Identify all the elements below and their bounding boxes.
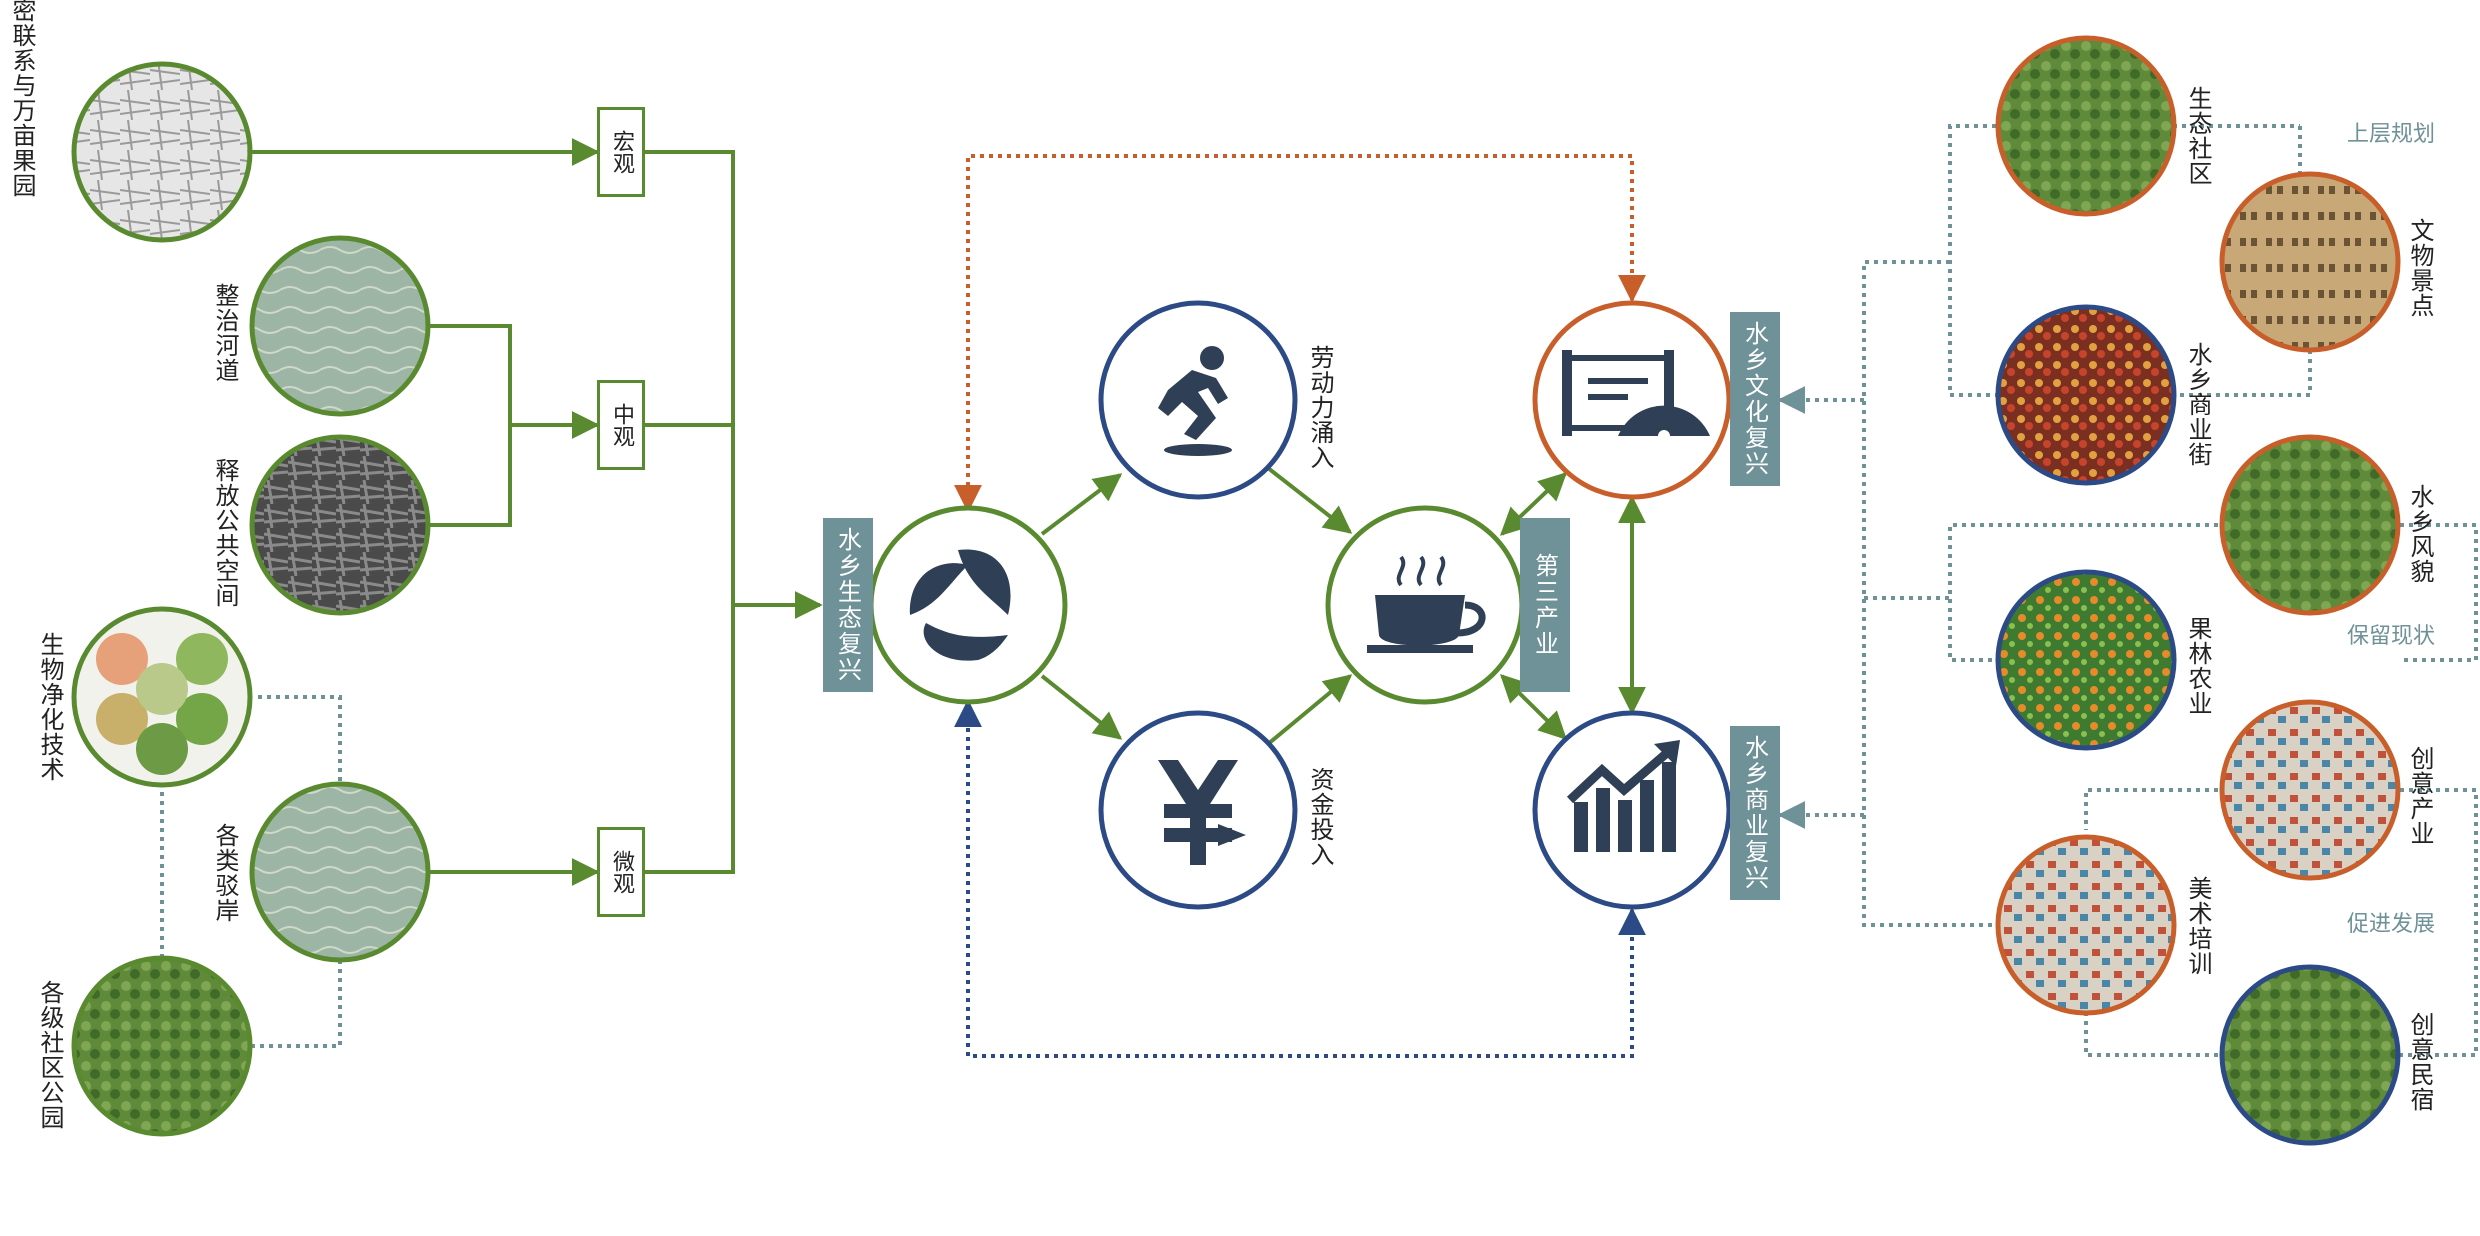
banner-eco-revival: 水乡生态复兴 — [823, 518, 873, 692]
photo-water-street — [1995, 304, 2177, 486]
scale-micro-box: 微观 — [597, 827, 645, 917]
recycle-leaves-icon — [909, 549, 1011, 661]
dotted-revetment-park — [252, 960, 342, 1048]
arrow-capital-tertiary — [1266, 674, 1353, 746]
dotted-right-spine — [1862, 260, 1996, 927]
label-art-training: 美术培训 — [2184, 876, 2212, 976]
label-eco-community: 生态社区 — [2184, 86, 2212, 186]
photo-ruins — [249, 434, 431, 616]
photo-creative-bnb — [2219, 964, 2401, 1146]
hub-capital — [1098, 710, 1298, 910]
photo-eco-community — [1995, 35, 2177, 217]
scale-meso-box: 中观 — [597, 380, 645, 470]
label-public-space: 释放公共空间 — [211, 458, 239, 608]
yuan-money-icon — [1158, 760, 1246, 865]
dotted-promote-right — [2400, 788, 2478, 1057]
label-water-street: 水乡商业街 — [2184, 342, 2212, 467]
dotted-eco-commerce — [954, 699, 1646, 1058]
photo-orchard-map — [71, 61, 253, 243]
hub-culture — [1532, 300, 1732, 500]
photo-community-park — [71, 955, 253, 1137]
photo-water-style — [2219, 434, 2401, 616]
dotted-eco-culture — [954, 154, 1646, 513]
photo-cultural-relics — [2219, 171, 2401, 353]
photo-orchard-farm — [1995, 569, 2177, 751]
growth-chart-icon — [1566, 740, 1680, 852]
label-capital: 资金投入 — [1306, 767, 1334, 867]
dotted-promote-top — [2084, 788, 2218, 830]
arrow-labor-tertiary — [1266, 466, 1353, 534]
photo-revetment — [249, 781, 431, 963]
label-orchard: 果林农业 — [2184, 616, 2212, 716]
dotted-keep-status-right — [2400, 523, 2478, 662]
photo-layer — [71, 35, 2401, 1146]
label-creative-bnb: 创意民宿 — [2406, 1012, 2434, 1112]
hub-layer — [868, 300, 1732, 910]
connector-meso-bracket — [430, 324, 512, 527]
hub-labor — [1098, 300, 1298, 500]
photo-creative-industry — [2219, 699, 2401, 881]
label-water-style: 水乡风貌 — [2406, 484, 2434, 584]
dotted-keep-status-bracket — [1948, 523, 2218, 662]
label-macro-link-line2: 紧密联系 — [8, 0, 36, 73]
dotted-right-group1-bracket — [1948, 124, 1996, 397]
label-macro-link: 与万亩果园 紧密联系 — [8, 0, 36, 198]
hub-tertiary — [1325, 505, 1525, 705]
arrow-eco-labor — [1040, 473, 1123, 536]
label-community-park: 各级社区公园 — [36, 980, 64, 1130]
photo-river — [249, 235, 431, 417]
dotted-bio-revetment — [258, 695, 342, 784]
photo-bio-tech — [71, 606, 253, 788]
hub-eco — [868, 505, 1068, 705]
tea-cup-icon — [1367, 555, 1486, 653]
dotted-upper-plan-bottom — [2120, 350, 2312, 397]
label-river-fix: 整治河道 — [211, 283, 239, 383]
connector-scale-bracket — [645, 150, 735, 874]
runner-icon — [1158, 346, 1232, 456]
banner-tertiary: 第三产业 — [1520, 518, 1570, 692]
photo-art-training — [1995, 834, 2177, 1016]
hub-commerce — [1532, 710, 1732, 910]
label-revetment: 各类驳岸 — [211, 823, 239, 923]
label-macro-link-line1: 与万亩果园 — [8, 73, 36, 198]
arrow-eco-capital — [1040, 674, 1123, 740]
group-label-promote: 促进发展 — [2347, 912, 2436, 937]
label-creative-industry: 创意产业 — [2406, 746, 2434, 846]
banner-commerce-revival: 水乡商业复兴 — [1730, 726, 1780, 900]
label-labor: 劳动力涌入 — [1306, 345, 1334, 470]
scale-macro-box: 宏观 — [597, 107, 645, 197]
label-cultural-relics: 文物景点 — [2406, 218, 2434, 318]
dotted-promote-bottom — [2084, 1010, 2218, 1057]
group-label-keep-status: 保留现状 — [2347, 624, 2436, 649]
label-bio-tech: 生物净化技术 — [36, 632, 64, 782]
connector-layer — [160, 124, 2478, 1058]
group-label-upper-plan: 上层规划 — [2347, 122, 2436, 147]
banner-culture-revival: 水乡文化复兴 — [1730, 312, 1780, 486]
scroll-fan-icon — [1562, 350, 1710, 442]
